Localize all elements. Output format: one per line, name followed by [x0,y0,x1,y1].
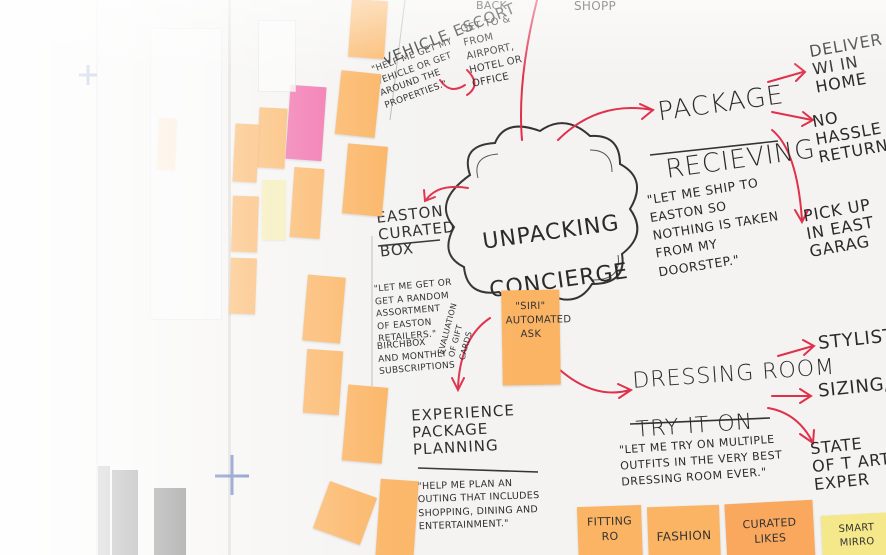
wall-sticky [256,107,288,169]
vehicle-back-label: BACK [476,0,507,12]
wall-sticky [341,384,389,464]
package-title: PACKAGE RECIEVING [652,49,818,185]
bottom-sticky-3-text: CURATED LIKES [742,515,797,547]
wall-sticky [348,0,388,60]
dressing-title: DRESSING ROOM TRY IT ON [630,331,839,443]
paper-sheet [258,20,296,92]
printed-card [98,466,110,555]
arrow-to-dressing [559,369,631,394]
wall-sticky [289,167,325,239]
experience-title: EXPERIENCE PACKAGE PLANNING [410,401,516,459]
wall-sticky [342,143,388,217]
bottom-sticky-3: CURATED LIKES [724,499,816,555]
paper-sheet [150,28,222,320]
wall-sticky [232,123,260,183]
bottom-sticky-4: SMART MIRRO [820,512,886,555]
package-option-2: NO HASSLE RETURNS [810,107,886,167]
siri-sticky-note: "SIRI" AUTOMATED ASK [501,289,572,386]
wall-sticky [302,348,344,416]
bottom-sticky-2-text: FASHION [656,528,712,544]
printed-card [154,488,186,555]
printed-card [112,470,138,555]
bottom-sticky-4-text: SMART MIRRO [838,522,875,549]
wall-sticky [231,195,259,253]
package-title-line-1: PACKAGE [655,80,786,128]
wall-sticky [302,274,346,344]
wall-sticky [375,478,419,555]
easton-title: EASTON CURATED BOX [375,201,457,261]
top-fragment-text: SHOPP [574,0,617,13]
bottom-sticky-2: FASHION [646,504,722,555]
center-cloud-title: UNPACKING CONCIERGE [478,191,630,304]
dressing-title-line-1: DRESSING ROOM [631,354,836,394]
wall-sticky [285,84,327,162]
dressing-option-3: STATE OF T ART EXPER [809,433,886,494]
wall-sticky [334,70,382,138]
bottom-sticky-1-text: FITTING RO [586,514,633,544]
siri-note-text: "SIRI" AUTOMATED ASK [505,300,572,341]
bottom-sticky-1: FITTING RO [576,504,644,555]
wall-sticky [262,180,286,240]
wall-sticky [229,257,257,315]
experience-quote: "HELP ME PLAN AN OUTING THAT INCLUDES SH… [417,477,540,533]
